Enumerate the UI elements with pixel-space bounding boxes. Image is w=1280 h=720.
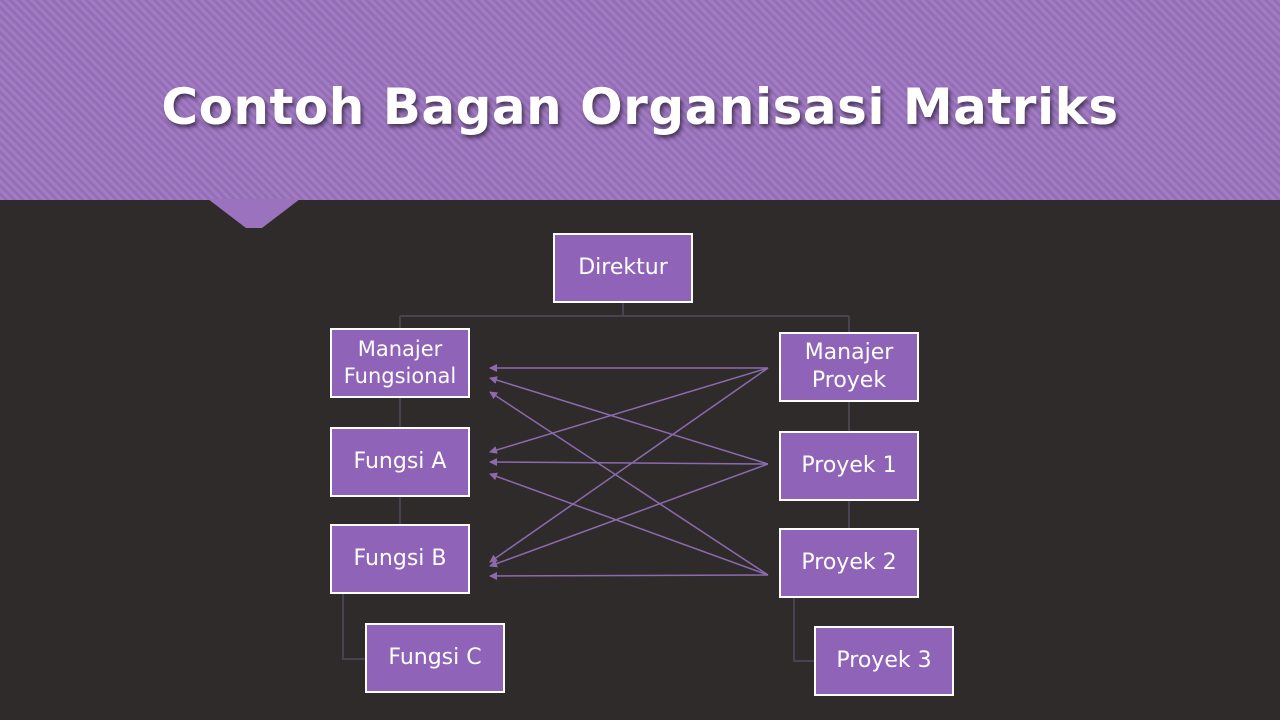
node-direktur: Direktur: [553, 233, 693, 303]
node-proyek-3: Proyek 3: [814, 626, 954, 696]
arrow-proyek-2-to-manajer-fungsional: [489, 391, 769, 576]
arrow-manajer-proyek-to-fungsi-b: [489, 367, 769, 563]
node-manajer-fungsional: Manajer Fungsional: [330, 328, 470, 398]
node-fungsi-b: Fungsi B: [330, 524, 470, 594]
arrow-proyek-1-to-fungsi-a: [489, 458, 769, 467]
arrow-proyek-2-to-fungsi-a: [489, 472, 769, 576]
fungsi-c-elbow-line: [342, 594, 365, 660]
node-proyek-1: Proyek 1: [779, 431, 919, 501]
matrix-arrows: [489, 364, 769, 580]
node-proyek-2: Proyek 2: [779, 528, 919, 598]
title-banner: [0, 0, 1280, 200]
arrow-proyek-1-to-manajer-fungsional: [489, 376, 769, 465]
node-fungsi-a: Fungsi A: [330, 427, 470, 497]
proyek-3-elbow-line: [793, 598, 814, 662]
slide-title: Contoh Bagan Organisasi Matriks: [161, 78, 1119, 136]
arrow-proyek-1-to-fungsi-b: [489, 463, 769, 568]
arrow-proyek-2-to-fungsi-b: [489, 571, 769, 580]
node-fungsi-c: Fungsi C: [365, 623, 505, 693]
arrow-manajer-proyek-to-fungsi-a: [489, 367, 769, 454]
node-manajer-proyek: Manajer Proyek: [779, 332, 919, 402]
